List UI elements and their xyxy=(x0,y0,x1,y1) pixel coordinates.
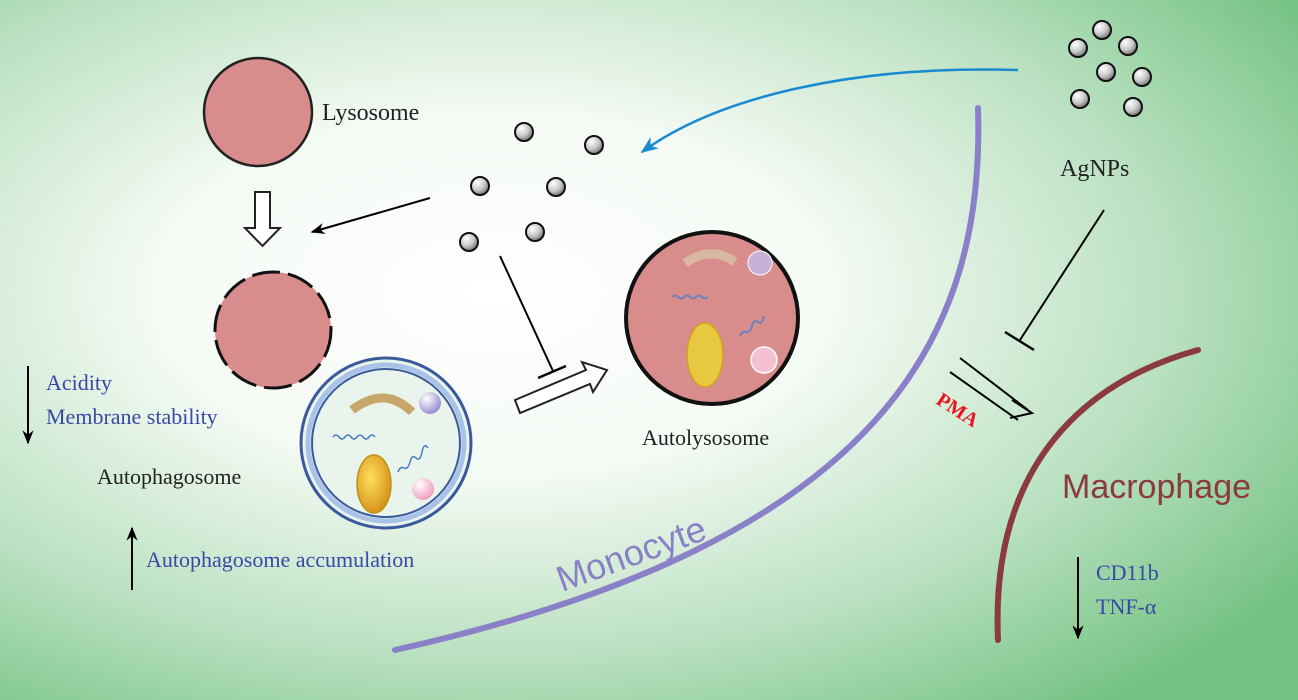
nanoparticle xyxy=(1132,67,1152,87)
mitochondrion-icon xyxy=(686,322,724,388)
autophagosome xyxy=(299,356,473,530)
tnf-alpha-label: TNF-α xyxy=(1096,594,1157,619)
nanoparticle xyxy=(546,177,566,197)
hollow-down-arrow xyxy=(242,191,283,248)
macrophage-membrane xyxy=(994,347,1201,643)
damage-arrow xyxy=(310,197,431,234)
dna-icon xyxy=(332,434,376,440)
lysosome xyxy=(202,56,314,168)
acidity-label: Acidity xyxy=(46,370,112,395)
lysosome-label: Lysosome xyxy=(322,100,419,126)
nanoparticle xyxy=(1123,97,1143,117)
uptake-arrow xyxy=(640,68,1019,154)
pma-differentiation-arrow xyxy=(949,357,1035,421)
nanoparticle xyxy=(525,222,545,242)
inhibition-bar xyxy=(537,364,567,380)
vesicle-icon xyxy=(412,478,434,500)
vesicle-icon xyxy=(747,250,773,276)
golgi-icon xyxy=(682,249,738,267)
nanoparticle xyxy=(514,122,534,142)
differentiation-inhibition-line xyxy=(1019,209,1105,341)
vesicle-icon xyxy=(419,392,441,414)
nanoparticle xyxy=(470,176,490,196)
nanoparticle xyxy=(1118,36,1138,56)
autophagosome-label: Autophagosome xyxy=(97,464,241,489)
fusion-hollow-arrow xyxy=(513,360,609,415)
nanoparticle xyxy=(584,135,604,155)
vesicle-icon xyxy=(750,346,778,374)
cd11b-label: CD11b xyxy=(1096,560,1159,585)
nanoparticle xyxy=(1096,62,1116,82)
agnps-label: AgNPs xyxy=(1060,156,1129,182)
golgi-icon xyxy=(349,393,416,416)
membrane-stability-label: Membrane stability xyxy=(46,404,218,429)
inhibition-bar xyxy=(1004,330,1035,352)
nanoparticle xyxy=(1092,20,1112,40)
mitochondrion-icon xyxy=(356,454,392,514)
damaged-lysosome xyxy=(213,270,333,390)
dna-icon xyxy=(397,445,429,473)
macrophage-label: Macrophage xyxy=(1062,468,1251,506)
nanoparticle xyxy=(1070,89,1090,109)
nanoparticle xyxy=(1068,38,1088,58)
autolysosome-label: Autolysosome xyxy=(642,425,769,450)
dna-icon xyxy=(671,294,709,300)
autolysosome xyxy=(624,230,800,406)
dna-icon xyxy=(739,315,765,337)
intracellular-agnps xyxy=(459,122,604,252)
nanoparticle xyxy=(459,232,479,252)
autophagosome-accumulation-label: Autophagosome accumulation xyxy=(146,547,414,572)
monocyte-membrane xyxy=(392,105,982,653)
fusion-inhibition-line xyxy=(499,255,554,372)
extracellular-agnps xyxy=(1068,20,1152,117)
